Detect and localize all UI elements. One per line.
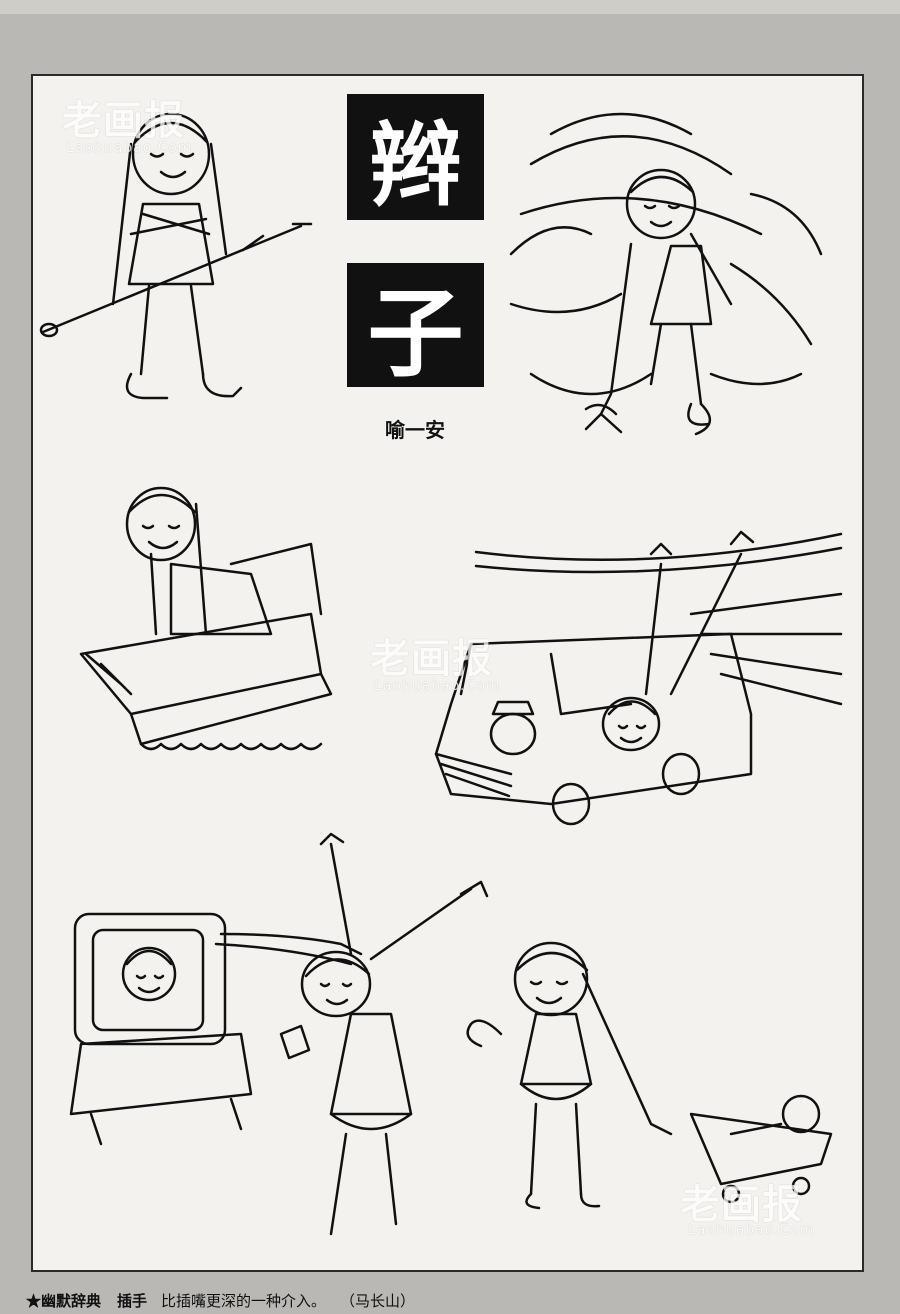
footer-entry-word: 插手 (117, 1292, 148, 1310)
watermark-site: Laohuabao.Com (66, 140, 193, 156)
author-name: 喻一安 (385, 418, 445, 442)
footer-definition: 比插嘴更深的一种介入。 (161, 1292, 327, 1310)
watermark-site: Laohuabao.Com (688, 1222, 815, 1238)
watermark-logo: 老画报 (62, 98, 185, 144)
girl-cable-car-scene (434, 530, 843, 826)
footer-credit: （马长山） (340, 1292, 416, 1310)
girl-cart-scene (466, 941, 833, 1210)
title-char-2: 子 (347, 263, 484, 390)
girl-boat-scene (79, 486, 333, 751)
watermark-site: Laohuabao.Com (374, 678, 501, 694)
footer-caption: ★幽默辞典插手比插嘴更深的一种介入。 （马长山） (0, 1290, 900, 1314)
girl-propeller-scene (509, 112, 823, 436)
footer-dictionary-label: ★幽默辞典 (26, 1292, 102, 1310)
title-char-1: 辫 (347, 94, 484, 220)
page-top-edge (0, 0, 900, 14)
watermark-logo: 老画报 (370, 636, 493, 682)
girl-tv-antenna-scene (69, 832, 489, 1236)
comic-illustrations (39, 112, 843, 1236)
girl-with-sword-scene (39, 112, 313, 400)
watermark-logo: 老画报 (680, 1182, 803, 1228)
